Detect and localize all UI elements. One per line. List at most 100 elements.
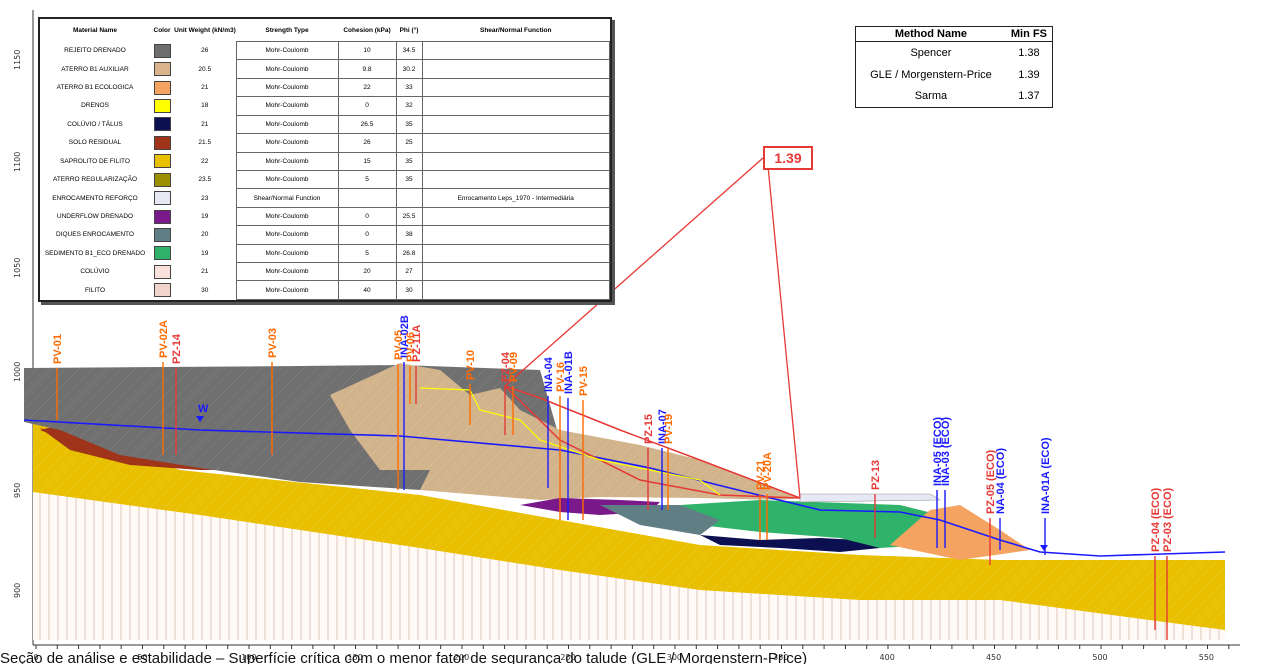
header-material-name: Material Name <box>72 26 118 34</box>
x-tick-label: 150 <box>348 653 363 662</box>
instrument: PZ-14 <box>171 333 183 455</box>
instrument: PZ-15 <box>643 414 655 510</box>
instrument-label: PV-19 <box>663 414 675 444</box>
header-phi: Phi (°) <box>399 26 419 34</box>
material-strength: Mohr-Coulomb <box>235 280 339 300</box>
material-unit-weight: 21 <box>201 268 209 276</box>
material-phi <box>395 188 423 208</box>
material-cohesion: 0 <box>337 96 397 116</box>
instrument-label: PZ-04 <box>500 351 512 382</box>
material-cohesion: 10 <box>337 40 397 61</box>
instrument: PV-01 <box>52 334 64 420</box>
material-color <box>150 244 174 262</box>
instrument: INA-03 (ECO) <box>940 417 952 548</box>
instrument: PV-05 <box>393 330 405 490</box>
material-name: SEDIMENTO B1_ECO DRENADO <box>44 249 146 257</box>
material-function <box>421 151 610 171</box>
material-phi: 27 <box>395 262 423 282</box>
color-swatch <box>153 264 171 279</box>
instrument: PV-02A <box>158 320 170 455</box>
callout-leader-2 <box>767 165 801 499</box>
material-cohesion: 22 <box>337 77 397 98</box>
material-function <box>421 133 610 153</box>
color-swatch <box>153 62 171 77</box>
instrument-label: INA-01A (ECO) <box>1040 437 1052 514</box>
material-name: REJEITO DRENADO <box>64 47 126 55</box>
material-strength: Shear/Normal Function <box>235 188 339 208</box>
x-tick-label: 450 <box>986 653 1001 662</box>
material-function: Enrocamento Leps_1970 - Intermediária <box>421 188 610 208</box>
y-tick-label: 1000 <box>13 362 22 382</box>
material-strength: Mohr-Coulomb <box>235 96 339 116</box>
instrument: INA-05 (ECO) <box>932 417 944 548</box>
instrument: NA-04 (ECO) <box>995 448 1007 550</box>
material-unit-weight: 20.5 <box>198 65 212 73</box>
instrument: PZ-03 (ECO) <box>1162 487 1174 640</box>
water-symbol: W <box>198 403 209 415</box>
material-phi: 35 <box>395 169 423 190</box>
material-unit-weight: 30 <box>201 286 209 294</box>
material-strength: Mohr-Coulomb <box>235 59 339 79</box>
y-tick-label: 1150 <box>13 50 22 70</box>
instrument-label: PV-05 <box>393 330 405 360</box>
material-cohesion: 26.5 <box>337 114 397 135</box>
material-cohesion: 15 <box>337 151 397 171</box>
material-phi: 35 <box>395 151 423 171</box>
material-color <box>150 170 174 188</box>
material-name: SAPROLITO DE FILITO <box>60 157 130 165</box>
instrument-label: INA-04 <box>543 356 555 392</box>
material-phi: 25 <box>395 133 423 153</box>
material-color <box>150 281 174 300</box>
header-strength-type: Strength Type <box>265 26 309 34</box>
material-function <box>421 40 610 61</box>
water-triangle-icon-2 <box>1040 545 1048 551</box>
material-function <box>421 206 610 227</box>
header-unit-weight: Unit Weight (kN/m3) <box>174 26 236 34</box>
instrument: PZ-11A <box>411 325 423 404</box>
instrument-label: PV-10 <box>465 350 477 380</box>
material-function <box>421 114 610 135</box>
material-strength: Mohr-Coulomb <box>235 114 339 135</box>
material-name: ATERRO B1 ECOLOGICA <box>56 84 134 92</box>
material-strength: Mohr-Coulomb <box>235 151 339 171</box>
layer-filito <box>33 490 1225 640</box>
instrument-label: PV-21 <box>755 460 767 490</box>
material-phi: 38 <box>395 225 423 245</box>
material-strength: Mohr-Coulomb <box>235 40 339 61</box>
instrument: PV-10 <box>465 350 477 425</box>
x-tick-label: 0 <box>33 653 38 662</box>
material-strength: Mohr-Coulomb <box>235 77 339 98</box>
material-color <box>150 60 174 78</box>
x-tick-label: 250 <box>560 653 575 662</box>
instrument: PV-06 <box>405 332 417 404</box>
y-tick-label: 1100 <box>13 152 22 172</box>
material-unit-weight: 19 <box>201 249 209 257</box>
material-function <box>421 59 610 79</box>
material-phi: 25.5 <box>395 206 423 227</box>
material-function <box>421 77 610 98</box>
instrument: INA-02B <box>399 315 411 490</box>
instrument-label: PZ-15 <box>643 414 655 444</box>
fs-method: Sarma <box>914 90 948 103</box>
x-tick-label: 100 <box>241 653 256 662</box>
x-tick-label: 400 <box>880 653 895 662</box>
instrument: PV-09 <box>508 352 520 435</box>
material-function <box>421 243 610 264</box>
fs-method: GLE / Morgenstern-Price <box>870 68 992 81</box>
fs-fs: 1.38 <box>1018 46 1040 59</box>
color-swatch <box>153 154 171 169</box>
material-cohesion: 26 <box>337 133 397 153</box>
material-name: SOLO RESIDUAL <box>68 139 122 147</box>
slip-crest <box>504 385 801 499</box>
instrument-label: PZ-13 <box>870 460 882 490</box>
material-name: COLÚVIO / TÁLUS <box>67 120 123 128</box>
